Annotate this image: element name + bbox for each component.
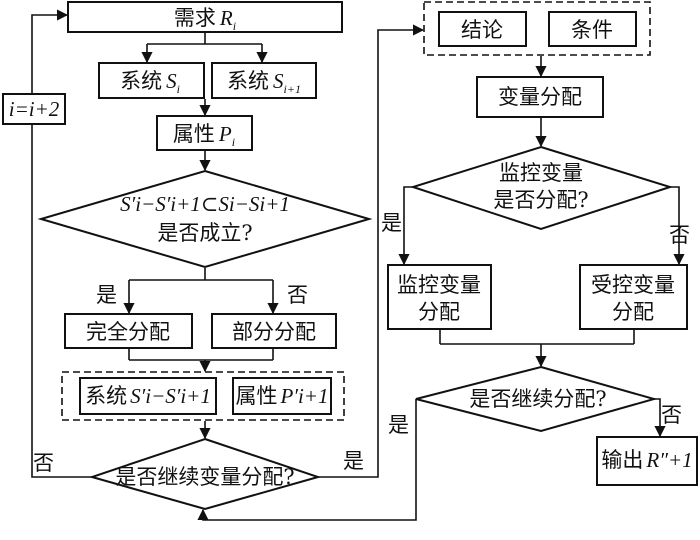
monitor-no-label: 否 [669, 223, 690, 247]
svg-text:受控变量: 受控变量 [591, 273, 675, 297]
continue-variable-no-label: 否 [33, 451, 54, 475]
monitor-allocation-box: 监控变量 分配 [387, 264, 492, 330]
svg-text:完全分配: 完全分配 [86, 320, 170, 344]
continue-variable-yes-label: 是 [343, 449, 364, 473]
continue-allocation-diamond: 是否继续分配? [415, 365, 658, 433]
subset-no-label: 否 [287, 283, 308, 307]
continue-variable-diamond: 是否继续变量分配? [88, 437, 322, 511]
svg-text:分配: 分配 [418, 300, 460, 324]
subset-yes-label: 是 [96, 283, 117, 307]
svg-text:是否分配?: 是否分配? [493, 188, 588, 212]
svg-text:属性P′i+1: 属性P′i+1 [236, 384, 329, 408]
full-allocation-box: 完全分配 [64, 313, 193, 349]
svg-text:监控变量: 监控变量 [397, 273, 481, 297]
subset-question: 是否成立? [157, 221, 252, 245]
continue-allocation-no-label: 否 [661, 403, 682, 427]
monitor-yes-label: 是 [381, 211, 402, 235]
svg-text:分配: 分配 [612, 300, 654, 324]
increment-box: i=i+2 [2, 93, 66, 125]
svg-text:部分分配: 部分分配 [232, 320, 316, 344]
svg-text:条件: 条件 [571, 18, 613, 42]
svg-text:变量分配: 变量分配 [498, 85, 582, 109]
monitor-variable-diamond: 监控变量 是否分配? [409, 145, 674, 231]
subset-condition-diamond: S′i−S′i+1⊂Si−Si+1 是否成立? [37, 169, 373, 269]
partial-allocation-box: 部分分配 [211, 313, 337, 349]
variable-allocation-box: 变量分配 [476, 76, 604, 118]
svg-text:是否继续分配?: 是否继续分配? [469, 387, 606, 411]
svg-text:监控变量: 监控变量 [499, 161, 583, 185]
svg-text:i=i+2: i=i+2 [9, 97, 60, 121]
subset-formula: S′i−S′i+1⊂Si−Si+1 [120, 192, 290, 216]
continue-allocation-yes-label: 是 [388, 413, 409, 437]
conclusion-condition-group: 结论 条件 [423, 1, 651, 56]
controlled-allocation-box: 受控变量 分配 [579, 264, 688, 330]
svg-text:输出R″+1: 输出R″+1 [601, 448, 692, 472]
svg-text:是否继续变量分配?: 是否继续变量分配? [115, 465, 294, 489]
left-connectors [31, 9, 425, 478]
svg-text:系统S′i−S′i+1: 系统S′i−S′i+1 [85, 384, 211, 408]
svg-text:结论: 结论 [461, 18, 503, 42]
